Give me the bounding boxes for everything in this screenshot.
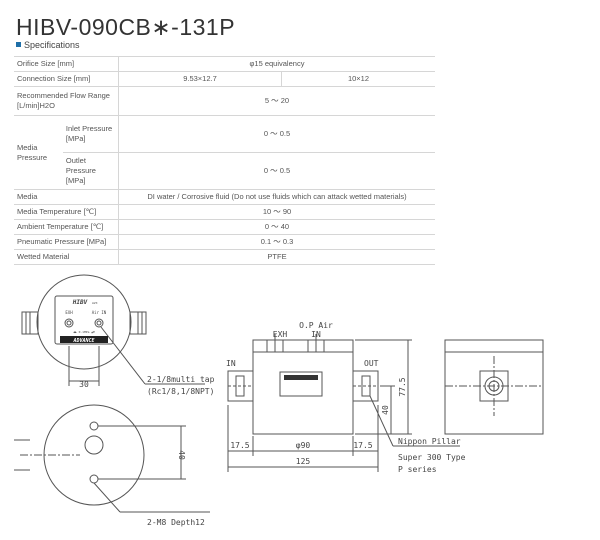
spec-value: 5 ～ 20	[118, 86, 435, 116]
spec-value: φ15 equivalency	[118, 56, 435, 72]
end-view	[444, 339, 544, 435]
dim-125: 125	[296, 457, 311, 466]
tap-leader-line	[100, 326, 146, 385]
top-brand-text: HIBV	[72, 299, 88, 306]
pillar-note-line-3: P series	[398, 465, 437, 474]
page-title: HIBV-090CB∗-131P	[16, 14, 236, 40]
bolt-hole-bottom	[89, 474, 99, 484]
end-view-port-inner	[488, 380, 500, 392]
end-view-body	[444, 339, 544, 435]
bottom-view-center-boss	[84, 435, 104, 455]
spec-label: Connection Size [mm]	[14, 71, 119, 87]
spec-value: DI water / Corrosive fluid (Do not use f…	[118, 189, 435, 205]
spec-value: 9.53×12.7	[118, 71, 282, 87]
spec-row-media-temperature: Media Temperature [℃] 10 ～ 90	[14, 204, 435, 220]
spec-row-flow: Recommended Flow Range [L/min]H2O 5 ～ 20	[14, 86, 435, 116]
advance-logo: ADVANCE	[72, 338, 95, 344]
side-view	[227, 334, 460, 472]
exh-label: EXH	[273, 330, 288, 339]
spec-label: Ambient Temperature [℃]	[14, 219, 119, 235]
spec-value: PTFE	[118, 249, 435, 265]
spec-label: Orifice Size [mm]	[14, 56, 119, 72]
plate-air-in-label: Air IN	[92, 310, 107, 315]
in-label: IN	[226, 359, 236, 368]
advance-logo-band	[60, 336, 108, 343]
dim-77-5-label: 77.5	[398, 377, 407, 396]
spec-label: Inlet Pressure [MPa]	[62, 115, 119, 153]
top-view-nameplate	[54, 295, 114, 345]
specifications-table: Orifice Size [mm] φ15 equivalency Connec…	[14, 56, 435, 265]
tap-note-line-2: (Rc1/8,1/8NPT)	[147, 387, 214, 396]
bolt-hole-top	[89, 421, 99, 431]
dim-17-5-right: 17.5	[353, 441, 372, 450]
dim-30-label: 30	[79, 380, 89, 389]
spec-value: 0 ～ 0.5	[118, 115, 435, 153]
pillar-note-line-1: Nippon Pillar	[398, 437, 461, 446]
bolt-note: 2-M8 Depth12	[147, 518, 205, 527]
spec-row-ambient-temperature: Ambient Temperature [℃] 0 ～ 40	[14, 219, 435, 235]
spec-value: 0.1 ～ 0.3	[118, 234, 435, 250]
spec-label: Outlet Pressure [MPa]	[62, 152, 119, 190]
spec-group-label: Media Pressure	[14, 115, 63, 190]
tap-note-line-1: 2-1/8multi tap	[147, 375, 215, 384]
spec-row-connection: Connection Size [mm] 9.53×12.7 10×12	[14, 71, 435, 87]
dim-40-side-label: 40	[381, 405, 390, 415]
plate-small-text: ◀▶ 0.1MPa ▲▼	[73, 330, 95, 334]
side-nameplate	[279, 371, 323, 397]
top-view	[21, 274, 205, 386]
spec-row-pneumatic: Pneumatic Pressure [MPa] 0.1 ～ 0.3	[14, 234, 435, 250]
side-logo-band	[284, 375, 318, 380]
dim-17-5-left: 17.5	[230, 441, 249, 450]
dim-40-bottom-label: 40	[177, 450, 186, 460]
plate-exh-label: EXH	[65, 310, 73, 315]
spec-row-outlet: Outlet Pressure [MPa] 0 ～ 0.5	[14, 152, 435, 190]
spec-value: 0 ～ 40	[118, 219, 435, 235]
pillar-leader-line	[369, 395, 394, 447]
spec-value: 0 ～ 0.5	[118, 152, 435, 190]
spec-row-wetted-material: Wetted Material PTFE	[14, 249, 435, 265]
spec-row-media: Media DI water / Corrosive fluid (Do not…	[14, 189, 435, 205]
spec-label: Media	[14, 189, 119, 205]
air-in-port-hole	[94, 318, 104, 328]
out-label: OUT	[364, 359, 379, 368]
spec-label: Pneumatic Pressure [MPa]	[14, 234, 119, 250]
top-brand-small-text: AVX	[92, 301, 98, 305]
spec-label: Wetted Material	[14, 249, 119, 265]
section-heading-label: Specifications	[24, 40, 80, 50]
spec-label: Media Temperature [℃]	[14, 204, 119, 220]
air-in-port-hole-inner	[96, 320, 102, 326]
end-view-port-outer	[484, 376, 504, 396]
bottom-view	[14, 404, 210, 513]
end-view-port-nut	[479, 370, 509, 402]
spec-row-orifice: Orifice Size [mm] φ15 equivalency	[14, 56, 435, 72]
op-air-label-1: O.P Air	[299, 321, 333, 330]
bullet-square-icon	[16, 42, 21, 47]
exh-port-hole	[64, 318, 74, 328]
op-air-label-2: IN	[311, 330, 321, 339]
exh-port-hole-inner	[66, 320, 72, 326]
pillar-note-line-2: Super 300 Type	[398, 453, 466, 462]
side-view-body	[252, 339, 354, 435]
spec-value: 10 ～ 90	[118, 204, 435, 220]
section-heading: Specifications	[16, 40, 80, 50]
spec-label: Recommended Flow Range [L/min]H2O	[14, 86, 119, 116]
spec-row-inlet: Media Pressure Inlet Pressure [MPa] 0 ～ …	[14, 115, 435, 190]
spec-value: 10×12	[281, 71, 435, 87]
bolt-leader-line	[93, 482, 121, 513]
dim-phi90: φ90	[296, 441, 311, 450]
top-view-body-circle	[36, 274, 132, 370]
